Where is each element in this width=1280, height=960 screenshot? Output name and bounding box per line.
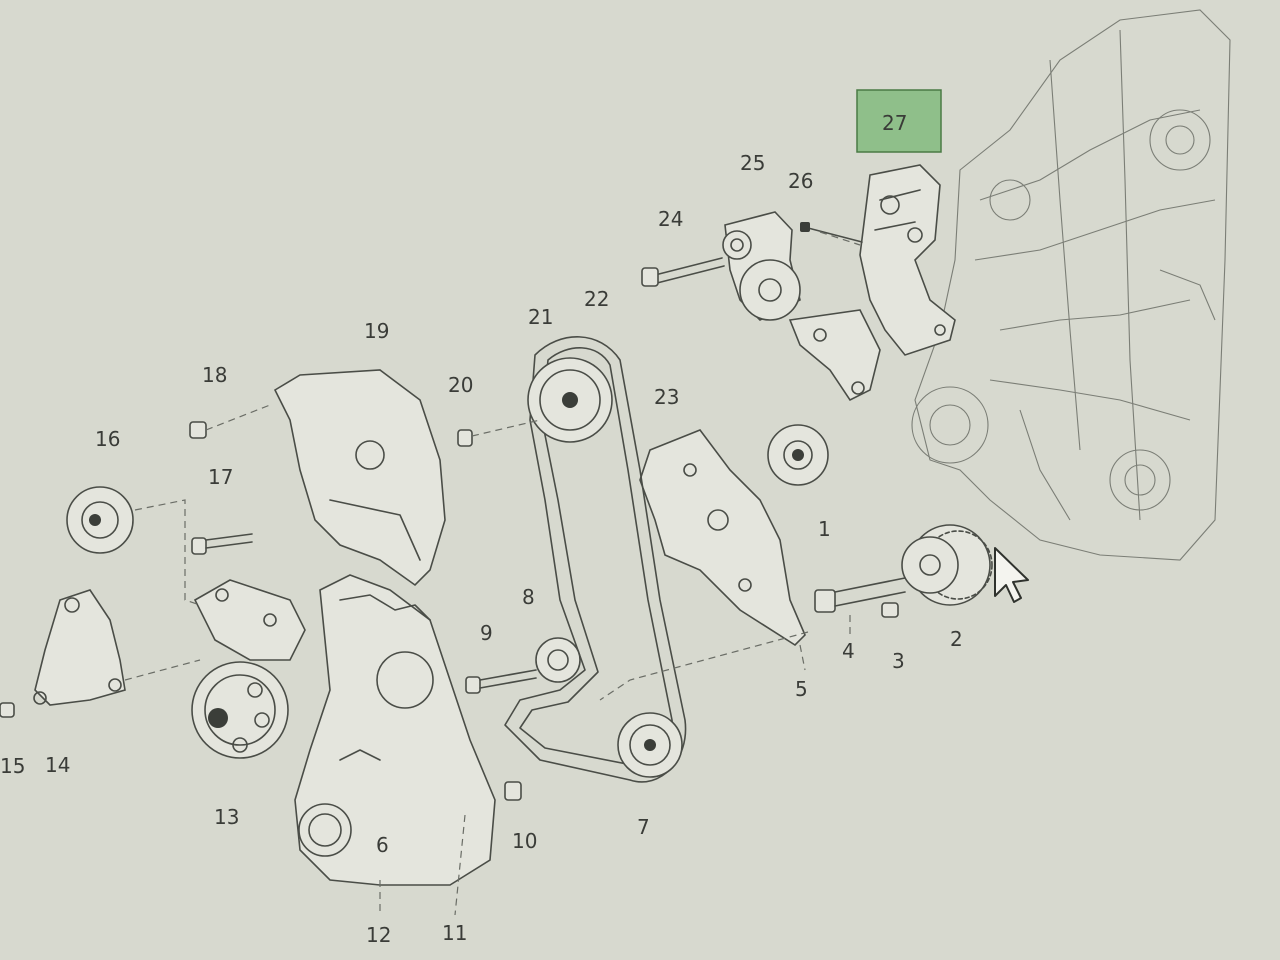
pulley-bracket	[193, 579, 306, 661]
part-14-bracket	[33, 589, 201, 706]
lower-bracket	[788, 309, 881, 402]
callout-3: 3	[892, 649, 905, 673]
part-27-bracket	[859, 164, 956, 356]
callout-9: 9	[480, 621, 493, 645]
part-16-pulley	[66, 486, 201, 606]
part-4-bolt	[814, 577, 906, 613]
callout-16: 16	[95, 427, 120, 451]
part-15-bolt	[0, 702, 15, 718]
part-17-bolt	[191, 533, 253, 555]
callout-24: 24	[658, 207, 683, 231]
part-18-bolt	[189, 404, 271, 439]
part-3-nut	[881, 602, 899, 618]
callout-11: 11	[442, 921, 467, 945]
part-26-bolt	[800, 222, 863, 246]
callout-17: 17	[208, 465, 233, 489]
engine-block	[911, 9, 1231, 561]
leader-lines	[379, 615, 851, 916]
callout-6: 6	[376, 833, 389, 857]
callout-25: 25	[740, 151, 765, 175]
callout-23: 23	[654, 385, 679, 409]
callout-13: 13	[214, 805, 239, 829]
callout-15: 15	[0, 754, 25, 778]
callout-1: 1	[818, 517, 831, 541]
callout-14: 14	[45, 753, 70, 777]
callout-labels: 1 2 3 4 5 6 7 8 9 10 11 12 13 14 15 16 1…	[0, 111, 963, 947]
part-1-idler-pulley	[767, 424, 829, 486]
part-2-pulley	[901, 524, 993, 606]
part-21-cam-sprocket	[527, 357, 613, 443]
part-7-crank-sprocket	[617, 712, 683, 778]
part-10-bolt	[504, 781, 522, 801]
part-20-bolt	[457, 419, 541, 447]
callout-5: 5	[795, 677, 808, 701]
callout-7: 7	[637, 815, 650, 839]
callout-10: 10	[512, 829, 537, 853]
part-9-bolt	[465, 669, 537, 694]
part-13-pulley	[191, 661, 289, 759]
highlight-box-27	[856, 89, 942, 153]
part-25-tensioner	[722, 211, 801, 321]
callout-2: 2	[950, 627, 963, 651]
mouse-pointer-icon	[994, 547, 1029, 603]
callout-4: 4	[842, 639, 855, 663]
part-23-backplate	[639, 429, 806, 647]
callout-22: 22	[584, 287, 609, 311]
part-12-lower-cover	[294, 574, 496, 886]
callout-27: 27	[882, 111, 907, 135]
part-24-bolt	[641, 257, 725, 287]
callout-21: 21	[528, 305, 553, 329]
part-19-upper-cover	[273, 369, 446, 587]
callout-19: 19	[364, 319, 389, 343]
callout-20: 20	[448, 373, 473, 397]
callout-26: 26	[788, 169, 813, 193]
callout-12: 12	[366, 923, 391, 947]
callout-8: 8	[522, 585, 535, 609]
callout-18: 18	[202, 363, 227, 387]
part-8-tensioner-pulley	[535, 637, 581, 683]
